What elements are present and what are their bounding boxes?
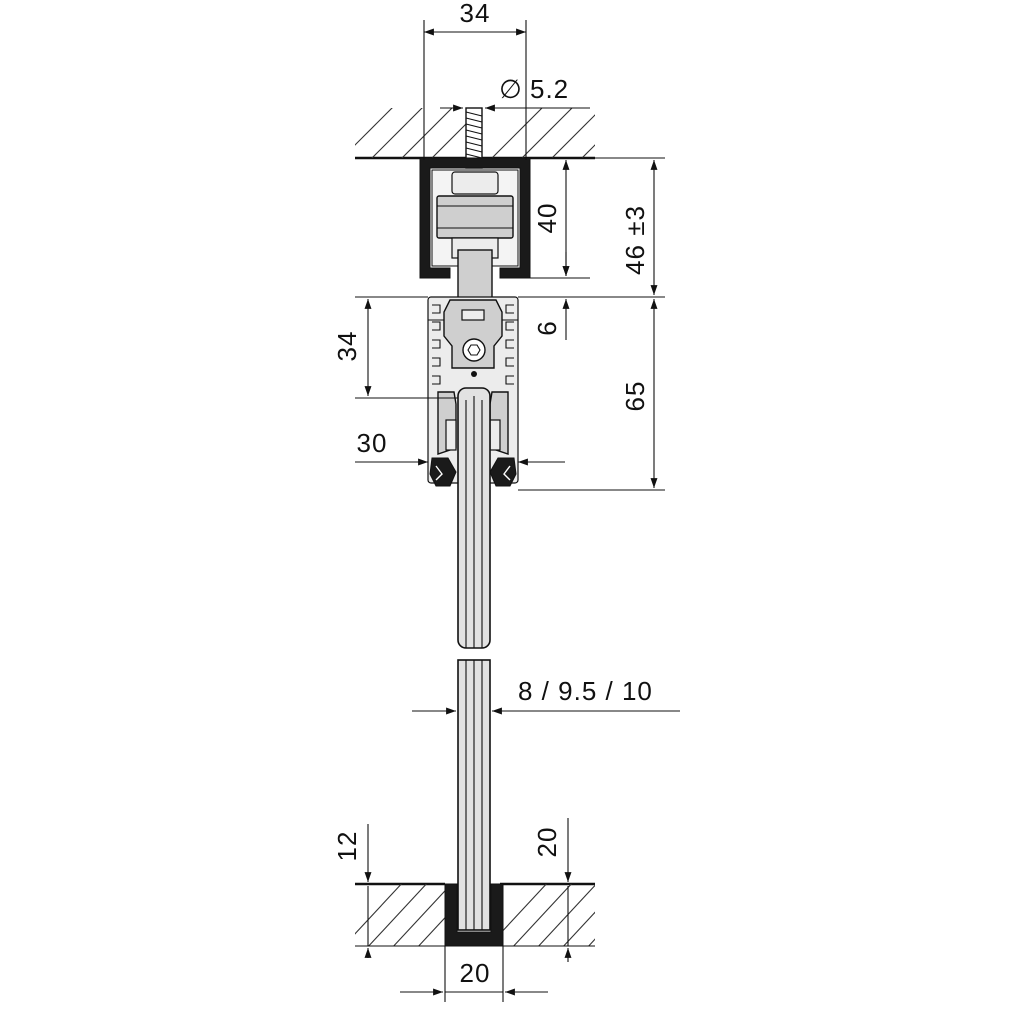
dimension-track-width: 34 <box>423 0 527 160</box>
dim-label-12: 12 <box>332 831 362 862</box>
dimension-floor-left: 12 <box>332 824 445 958</box>
dim-label-20-bottom: 20 <box>460 958 491 988</box>
ceiling-section <box>355 108 595 160</box>
dimension-clamp-width: 30 <box>355 428 565 466</box>
glass-panel-lower <box>457 659 491 931</box>
dimension-glass-thickness: 8 / 9.5 / 10 <box>412 676 680 715</box>
dimension-right-stack: 40 6 46 ±3 65 <box>518 157 665 491</box>
dim-label-34-left: 34 <box>332 331 362 362</box>
dimension-floor-right: 20 <box>503 818 595 962</box>
dimension-clamp-upper: 34 <box>332 296 458 399</box>
clamp-profile <box>427 296 519 487</box>
dim-label-20-right: 20 <box>532 827 562 858</box>
dimension-screw-diameter: ∅ 5.2 <box>440 74 590 112</box>
dim-label-glass-thickness: 8 / 9.5 / 10 <box>518 676 653 706</box>
dim-label-30: 30 <box>357 428 388 458</box>
floor-section <box>355 882 595 947</box>
floor-hatching-left <box>355 884 445 946</box>
top-track-profile <box>419 157 531 301</box>
dim-label-65: 65 <box>620 381 650 412</box>
dim-label-40: 40 <box>532 203 562 234</box>
dim-label-46-tolerance: 46 ±3 <box>620 205 650 275</box>
ceiling-hatching <box>355 108 595 158</box>
dimension-floor-channel: 20 <box>400 946 548 1002</box>
diameter-symbol: ∅ <box>499 74 523 104</box>
dim-label-5-2: 5.2 <box>530 74 569 104</box>
dim-label-34-top: 34 <box>460 0 491 28</box>
glass-panel-upper <box>457 387 491 649</box>
dim-label-6: 6 <box>532 320 562 335</box>
